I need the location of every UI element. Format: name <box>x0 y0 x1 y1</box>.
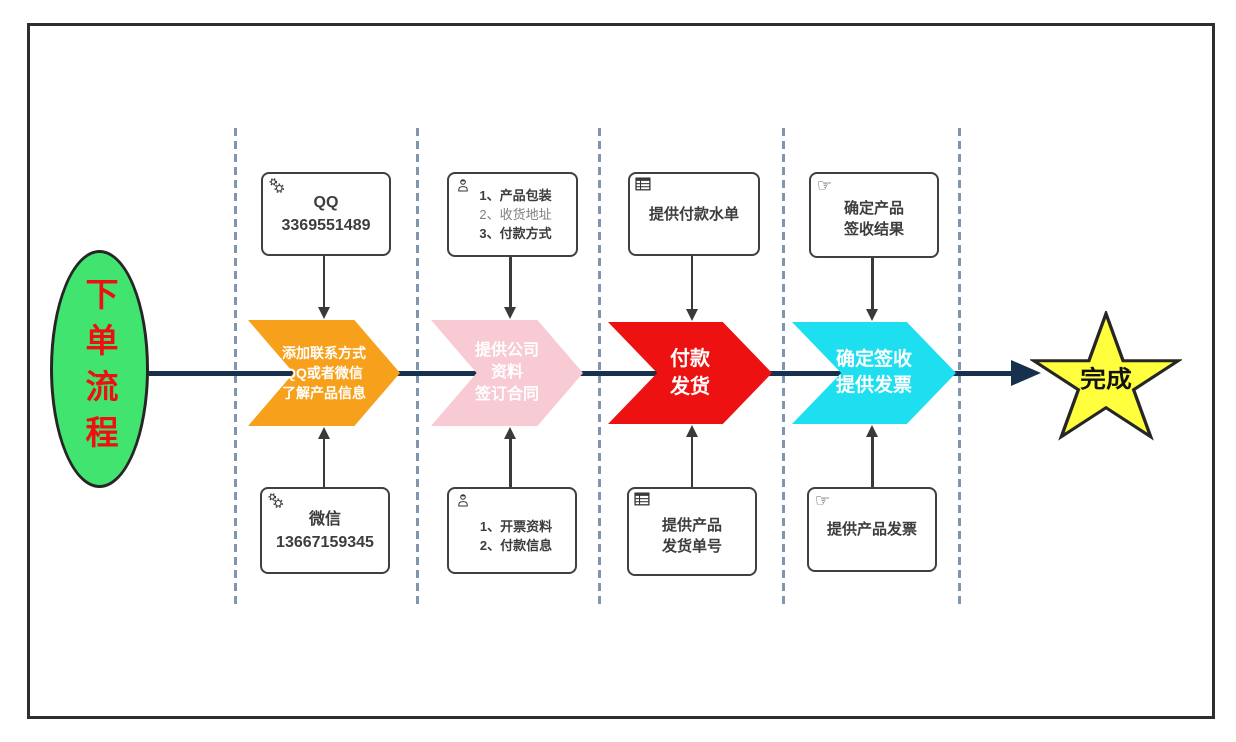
connector-line <box>690 436 693 487</box>
arrow-down-icon <box>317 307 330 319</box>
lane-divider-1 <box>234 128 237 607</box>
note-invoice-payment-info[interactable]: 1、开票资料 2、付款信息 <box>447 487 577 574</box>
lane-divider-5 <box>958 128 961 607</box>
note-qq[interactable]: QQ 3369551489 <box>261 172 391 256</box>
arrow-up-icon <box>504 427 516 439</box>
note-line: 提供产品 <box>661 516 722 534</box>
step-label-line: 了解产品信息 <box>282 385 366 401</box>
note-wechat[interactable]: 微信 13667159345 <box>260 487 390 574</box>
hand-icon: ☞ <box>814 491 831 510</box>
connector-line <box>322 252 325 308</box>
note-line: 3、付款方式 <box>479 226 552 241</box>
note-line: 3369551489 <box>281 217 371 234</box>
note-line: 签收结果 <box>843 221 904 238</box>
lane-divider-4 <box>782 128 785 607</box>
note-order-details[interactable]: 1、产品包装 2、收货地址 3、付款方式 <box>447 172 578 257</box>
table-icon <box>635 177 652 194</box>
arrow-down-icon <box>504 307 516 319</box>
step-label-line: QQ或者微信 <box>285 365 363 381</box>
connector-line <box>509 438 512 487</box>
step-label-line: 付款 <box>670 348 710 370</box>
hand-icon: ☞ <box>816 176 833 195</box>
note-confirm-receipt-result[interactable]: ☞ 确定产品 签收结果 <box>809 172 939 258</box>
note-line: 确定产品 <box>843 200 904 217</box>
note-line: 1、产品包装 <box>479 188 552 203</box>
lane-divider-3 <box>598 128 601 607</box>
table-icon <box>634 492 651 509</box>
step-label-line: 提供发票 <box>835 375 912 396</box>
arrow-up-icon <box>866 425 878 437</box>
step-label-line: 添加联系方式 <box>282 345 366 361</box>
person-icon <box>454 177 471 194</box>
note-line: 微信 <box>308 510 341 528</box>
note-line: 2、收货地址 <box>479 207 552 222</box>
connector-line <box>871 254 874 310</box>
note-line: 2、付款信息 <box>479 537 553 553</box>
arrow-up-icon <box>685 425 698 437</box>
arrow-up-icon <box>317 427 330 439</box>
note-line: 发货单号 <box>661 537 722 555</box>
gears-icon <box>267 492 284 509</box>
step-label-line: 发货 <box>670 376 710 398</box>
gears-icon <box>268 177 285 194</box>
connector-line <box>690 252 693 310</box>
step-label-line: 签订合同 <box>474 386 539 403</box>
note-line: 提供产品发票 <box>826 521 917 538</box>
arrow-down-icon <box>685 309 698 321</box>
main-flow-arrowhead-icon <box>1011 360 1041 386</box>
note-line: 提供付款水单 <box>648 205 739 223</box>
connector-line <box>871 436 874 487</box>
start-node[interactable]: 下单流程 <box>50 250 149 488</box>
note-line: 1、开票资料 <box>479 518 553 534</box>
note-product-invoice[interactable]: ☞ 提供产品发票 <box>807 487 937 572</box>
connector-line <box>322 438 325 487</box>
end-node-label: 完成 <box>1080 365 1132 392</box>
note-payment-slip[interactable]: 提供付款水单 <box>628 172 760 256</box>
step-label-line: 确定签收 <box>835 349 912 370</box>
lane-divider-2 <box>416 128 419 607</box>
arrow-down-icon <box>866 309 878 321</box>
star-icon: 完成 <box>1028 308 1184 441</box>
step-label-line: 资料 <box>490 364 523 381</box>
end-node[interactable]: 完成 <box>1028 308 1184 447</box>
person-icon <box>454 492 471 509</box>
note-line: QQ <box>313 194 339 211</box>
start-node-label: 下单流程 <box>81 277 118 461</box>
note-line: 13667159345 <box>276 533 374 551</box>
connector-line <box>509 253 512 308</box>
step-label-line: 提供公司 <box>474 342 539 359</box>
note-shipping-number[interactable]: 提供产品 发货单号 <box>627 487 757 576</box>
